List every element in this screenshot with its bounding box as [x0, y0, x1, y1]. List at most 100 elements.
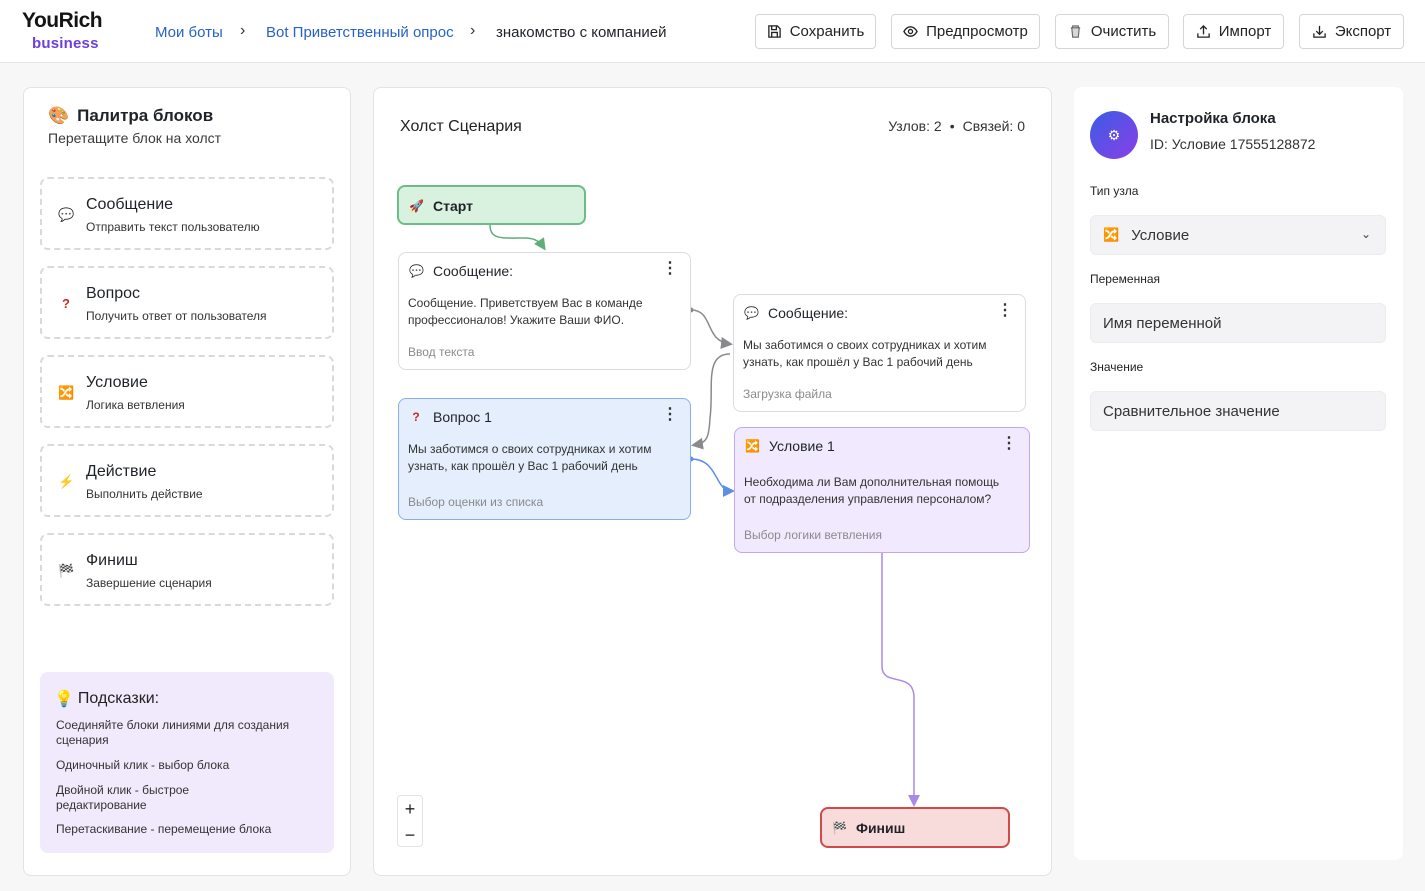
- lightning-icon: ⚡: [58, 474, 75, 489]
- node-header: 🚀 Старт: [409, 198, 473, 214]
- palette-item-message[interactable]: 💬 Сообщение Отправить текст пользователю: [40, 177, 334, 250]
- export-label: Экспорт: [1334, 23, 1392, 40]
- upload-icon: [1196, 24, 1210, 38]
- scenario-canvas[interactable]: Холст Сценария Узлов: 2 • Связей: 0 🚀 Ст…: [373, 87, 1052, 876]
- palette-item-name: Действие: [86, 463, 157, 480]
- node-type-value: Условие: [1131, 226, 1190, 244]
- edge-condition-finish: [881, 552, 920, 807]
- edge-question-condition: [690, 458, 735, 497]
- more-vertical-icon[interactable]: ⋮: [1001, 435, 1017, 452]
- canvas-stats: Узлов: 2 • Связей: 0: [888, 118, 1025, 134]
- node-title: Сообщение:: [768, 305, 849, 321]
- top-header: YouRich business Мои боты › Bot Приветст…: [0, 0, 1425, 63]
- export-button[interactable]: Экспорт: [1299, 14, 1404, 49]
- block-palette: 🎨 Палитра блоков Перетащите блок на холс…: [23, 87, 351, 876]
- node-message-1[interactable]: 💬 Сообщение: ⋮ Сообщение. Приветствуем В…: [398, 252, 691, 370]
- node-header: ? Вопрос 1: [409, 409, 492, 425]
- breadcrumb-my-bots[interactable]: Мои боты: [155, 24, 223, 41]
- palette-item-desc: Выполнить действие: [86, 487, 203, 501]
- save-icon: [767, 25, 781, 38]
- node-title: Сообщение:: [433, 263, 514, 279]
- palette-subtitle: Перетащите блок на холст: [48, 130, 222, 146]
- edge-msg2-question: [691, 353, 731, 450]
- more-vertical-icon[interactable]: ⋮: [662, 260, 678, 277]
- shuffle-icon: 🔀: [1103, 227, 1120, 242]
- gear-icon: ⚙: [1090, 111, 1138, 159]
- palette-item-action[interactable]: ⚡ Действие Выполнить действие: [40, 444, 334, 517]
- breadcrumb-bot[interactable]: Bot Приветственный опрос: [266, 24, 454, 41]
- node-question-1[interactable]: ? Вопрос 1 ⋮ Мы заботимся о своих сотруд…: [398, 398, 691, 520]
- node-condition-1[interactable]: 🔀 Условие 1 ⋮ Необходима ли Вам дополнит…: [734, 427, 1030, 553]
- node-start[interactable]: 🚀 Старт: [397, 185, 586, 225]
- save-label: Сохранить: [789, 23, 865, 40]
- more-vertical-icon[interactable]: ⋮: [997, 302, 1013, 319]
- palette-item-desc: Отправить текст пользователю: [86, 220, 260, 234]
- node-footer: Выбор оценки из списка: [408, 495, 544, 509]
- palette-item-name: Условие: [86, 374, 148, 391]
- clear-label: Очистить: [1090, 23, 1157, 40]
- hints-panel: 💡 Подсказки: Соединяйте блоки линиями дл…: [40, 672, 334, 853]
- palette-title-text: Палитра блоков: [77, 106, 214, 125]
- node-title: Вопрос 1: [433, 409, 492, 425]
- node-type-label: Тип узла: [1090, 184, 1139, 198]
- palette-icon: 🎨: [48, 106, 70, 125]
- palette-item-name: Сообщение: [86, 196, 174, 213]
- variable-label: Переменная: [1090, 272, 1160, 286]
- preview-label: Предпросмотр: [926, 23, 1028, 40]
- block-settings-panel: ⚙ Настройка блока ID: Условие 1755512887…: [1074, 87, 1403, 860]
- zoom-out-button[interactable]: −: [404, 824, 416, 845]
- hint-item: Соединяйте блоки линиями для создания сц…: [56, 718, 290, 747]
- logo[interactable]: YouRich business: [22, 9, 112, 53]
- node-type-select[interactable]: 🔀 Условие ⌄: [1090, 215, 1386, 255]
- chevron-down-icon: ⌄: [1360, 227, 1371, 241]
- breadcrumb-current: знакомство с компанией: [496, 24, 667, 41]
- palette-item-name: Вопрос: [86, 285, 141, 302]
- value-label: Значение: [1090, 360, 1144, 374]
- chevron-right-icon: ›: [240, 22, 246, 39]
- hints-title: 💡 Подсказки:: [54, 689, 159, 709]
- node-header: 🔀 Условие 1: [745, 438, 835, 454]
- node-header: 🏁 Финиш: [832, 820, 905, 836]
- shuffle-icon: 🔀: [745, 439, 760, 453]
- node-header: 💬 Сообщение:: [409, 263, 513, 279]
- zoom-in-button[interactable]: +: [404, 798, 416, 819]
- checkered-flag-icon: 🏁: [58, 563, 75, 578]
- value-input[interactable]: Сравнительное значение: [1090, 391, 1386, 431]
- variable-placeholder: Имя переменной: [1103, 314, 1222, 332]
- links-count: Связей: 0: [962, 118, 1025, 134]
- node-body: Мы заботимся о своих сотрудниках и хотим…: [743, 338, 987, 369]
- save-button[interactable]: Сохранить: [755, 14, 876, 49]
- node-title: Старт: [433, 198, 473, 214]
- palette-item-question[interactable]: ? Вопрос Получить ответ от пользователя: [40, 266, 334, 339]
- palette-item-desc: Получить ответ от пользователя: [86, 309, 267, 323]
- hint-item: Перетаскивание - перемещение блока: [56, 822, 272, 836]
- preview-button[interactable]: Предпросмотр: [891, 14, 1040, 49]
- logo-subtext: business: [32, 35, 99, 52]
- hint-item: Одиночный клик - выбор блока: [56, 758, 230, 772]
- import-label: Импорт: [1218, 23, 1272, 40]
- palette-item-condition[interactable]: 🔀 Условие Логика ветвления: [40, 355, 334, 428]
- hint-item: Двойной клик - быстрое редактирование: [56, 783, 190, 812]
- speech-bubble-icon: 💬: [409, 264, 424, 278]
- palette-item-name: Финиш: [86, 552, 138, 569]
- download-icon: [1313, 25, 1326, 38]
- block-id: ID: Условие 17555128872: [1150, 136, 1316, 152]
- lightbulb-icon: 💡: [54, 691, 74, 708]
- palette-item-desc: Логика ветвления: [86, 398, 185, 412]
- question-mark-icon: ?: [412, 410, 420, 424]
- node-finish[interactable]: 🏁 Финиш: [820, 807, 1010, 848]
- import-button[interactable]: Импорт: [1183, 14, 1284, 49]
- zoom-controls: + −: [397, 795, 423, 847]
- stats-separator: •: [949, 118, 955, 134]
- canvas-title: Холст Сценария: [400, 118, 522, 135]
- clear-button[interactable]: Очистить: [1055, 14, 1169, 49]
- node-body: Необходима ли Вам дополнительная помощь …: [744, 475, 1000, 506]
- palette-item-finish[interactable]: 🏁 Финиш Завершение сценария: [40, 533, 334, 606]
- value-placeholder: Сравнительное значение: [1103, 402, 1280, 420]
- settings-title: Настройка блока: [1150, 110, 1276, 127]
- nodes-count: Узлов: 2: [888, 118, 942, 134]
- variable-input[interactable]: Имя переменной: [1090, 303, 1386, 343]
- node-message-2[interactable]: 💬 Сообщение: ⋮ Мы заботимся о своих сотр…: [733, 294, 1026, 412]
- more-vertical-icon[interactable]: ⋮: [662, 406, 678, 423]
- question-mark-icon: ?: [62, 296, 70, 311]
